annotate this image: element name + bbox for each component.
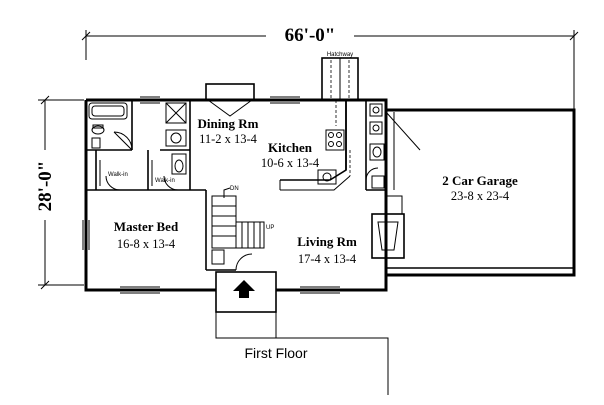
kitchen-name: Kitchen [268,140,313,155]
garage-name: 2 Car Garage [442,173,518,188]
floor-caption: First Floor [245,345,308,361]
walkin-label-2: Walk-in [155,178,175,184]
living-room-name: Living Rm [297,234,357,249]
width-dimension: 66'-0" [81,22,579,110]
dining-room-name: Dining Rm [197,116,258,131]
depth-label: 28'-0" [35,161,56,212]
kitchen-counters [279,100,351,191]
entry-arrow-icon [233,280,255,298]
width-label: 66'-0" [285,25,336,46]
hatchway-label: Hatchway [327,52,353,58]
walkin-label-1: Walk-in [108,172,128,178]
living-room-size: 17-4 x 13-4 [298,252,357,266]
windows [82,96,340,294]
depth-dimension: 28'-0" [30,95,84,290]
kitchen-size: 10-6 x 13-4 [261,156,320,170]
bath-fixtures [88,102,187,175]
room-labels: Dining Rm 11-2 x 13-4 Kitchen 10-6 x 13-… [114,116,518,266]
garage-walls [385,108,576,277]
stairs: DN UP [211,186,274,271]
master-bed-size: 16-8 x 13-4 [117,237,176,251]
fireplace-icon [371,195,405,259]
front-porch [215,271,389,395]
chimney-icon [205,83,255,117]
garage-size: 23-8 x 23-4 [451,189,510,203]
hatchway: Hatchway [321,52,359,101]
stair-down-label: DN [230,186,239,192]
master-bed-name: Master Bed [114,219,179,234]
utility-fixtures [365,103,385,189]
stair-up-label: UP [266,225,274,231]
dining-room-size: 11-2 x 13-4 [199,132,258,146]
